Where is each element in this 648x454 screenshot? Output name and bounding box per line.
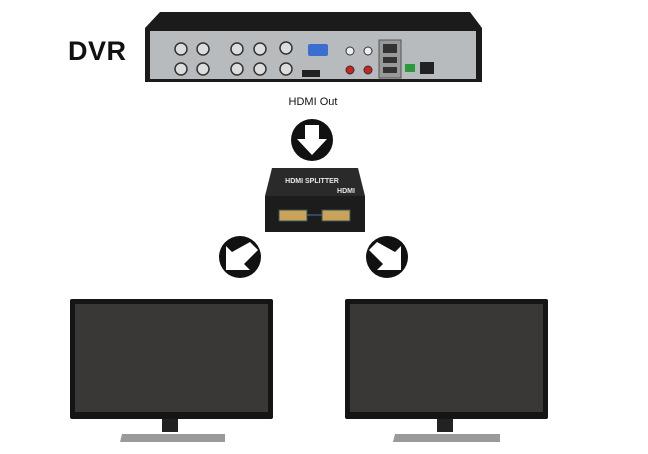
- monitor-left: [70, 299, 273, 442]
- monitor-right: [345, 299, 548, 442]
- hdmi-splitter: HDMI SPLITTER HDMI: [265, 168, 365, 232]
- splitter-brand: HDMI: [337, 188, 355, 195]
- arrow-down-icon: [291, 119, 333, 161]
- dvr-device: [145, 12, 482, 82]
- splitter-name: HDMI SPLITTER: [285, 178, 339, 185]
- hdmi-out-label: HDMI Out: [288, 96, 338, 108]
- arrow-down-left-icon: [219, 236, 261, 278]
- hdmi-port: [302, 70, 320, 77]
- vga-port: [308, 44, 328, 56]
- dvr-label: DVR: [68, 36, 127, 66]
- arrow-down-right-icon: [366, 236, 408, 278]
